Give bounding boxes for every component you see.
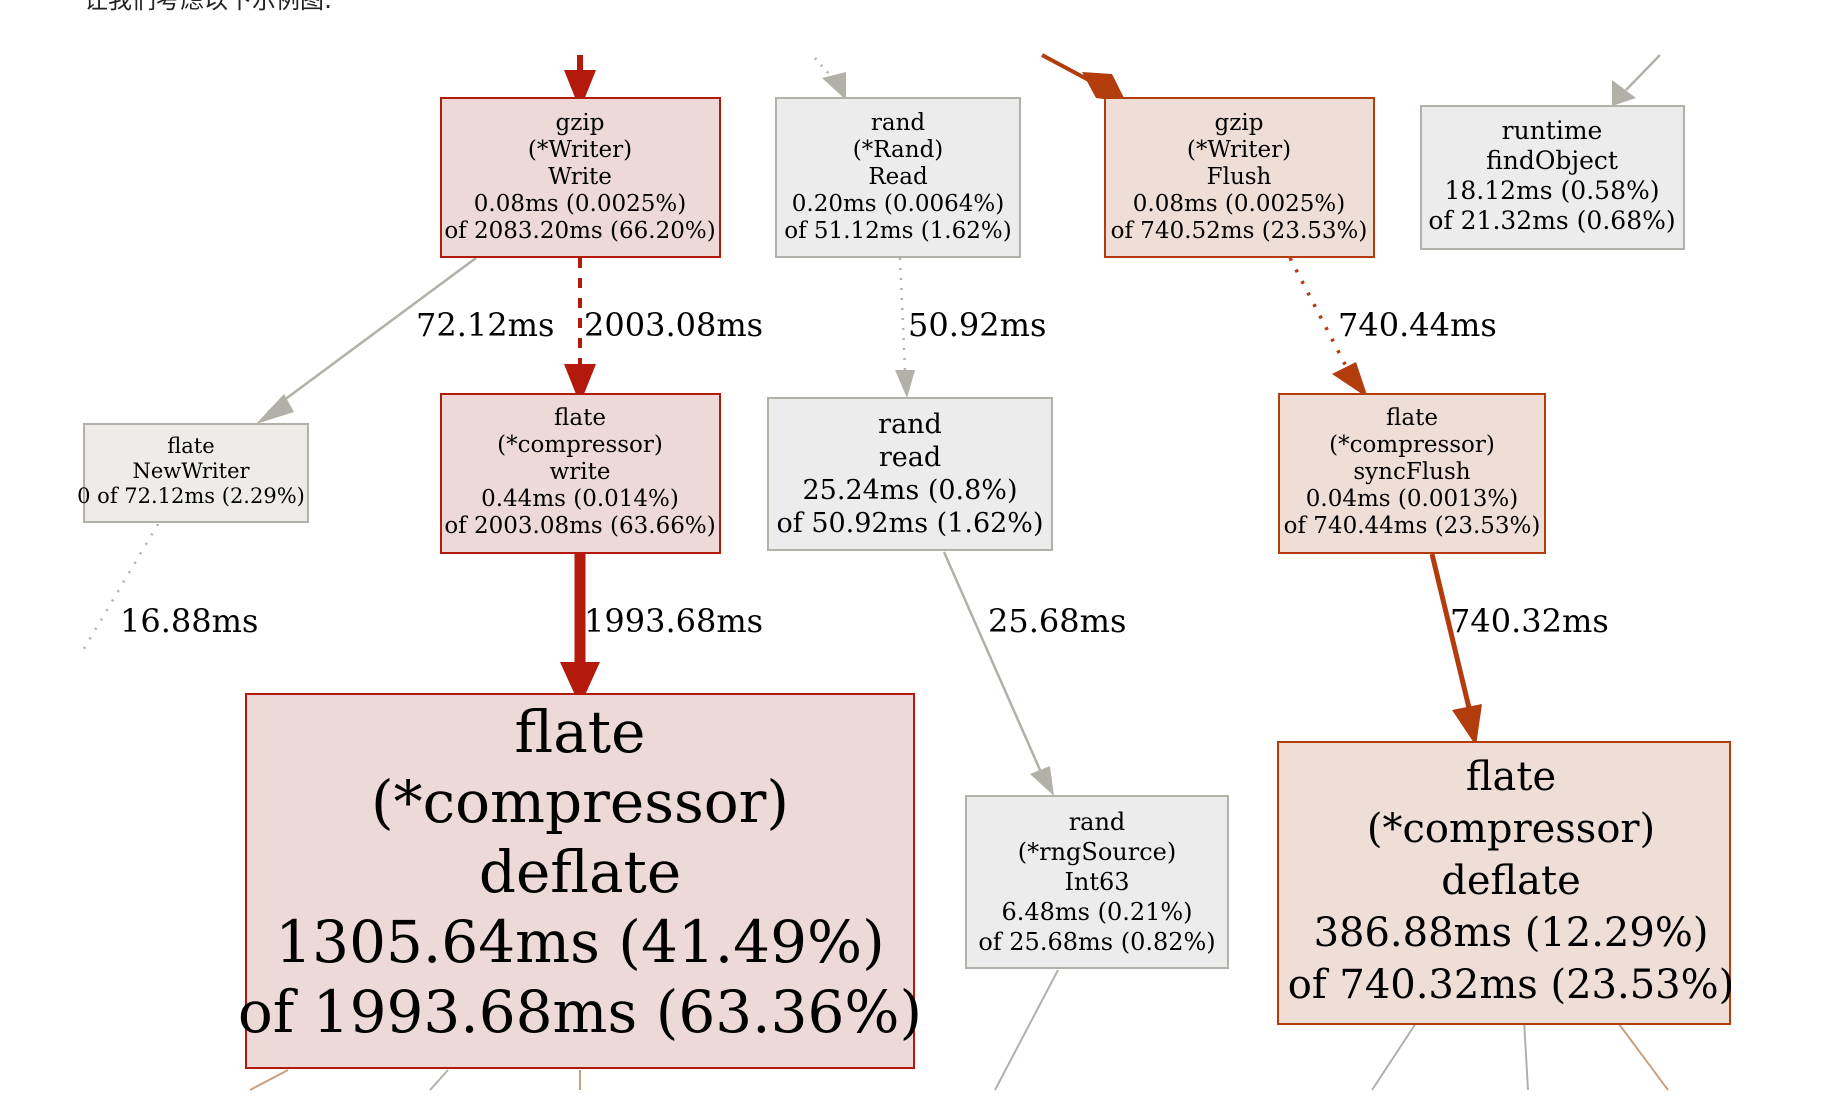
node-line: (*Rand) [853,137,944,163]
node-line: Flush [1207,164,1272,190]
node-line: Int63 [1064,868,1129,896]
node-flate-newwriter: flate NewWriter 0 of 72.12ms (2.29%) [77,423,309,523]
node-line: rand [878,409,942,440]
edge-compwrite-to-deflate: 1993.68ms [560,554,763,706]
node-line: findObject [1486,146,1618,175]
node-flate-compressor-deflate-secondary: flate (*compressor) deflate 386.88ms (12… [1277,741,1734,1025]
node-line: gzip [1215,110,1264,136]
node-line: of 740.32ms (23.53%) [1288,962,1734,1008]
node-line: write [550,459,611,485]
node-line: NewWriter [132,459,250,483]
node-line: flate [1386,405,1438,431]
node-line: 6.48ms (0.21%) [1001,898,1192,926]
edge-label: 25.68ms [988,602,1126,640]
edge-flush-to-syncflush: 740.44ms [1288,257,1497,398]
incoming-edge-rand-read [814,57,846,100]
node-line: 0.20ms (0.0064%) [792,191,1004,217]
incoming-edge-gzip-flush [1041,53,1126,102]
incoming-edge-runtime [1612,54,1661,106]
node-line: flate [554,405,606,431]
edge-label: 50.92ms [908,306,1046,344]
edge-label: 1993.68ms [584,602,763,640]
node-rand-rngsource-int63: rand (*rngSource) Int63 6.48ms (0.21%) o… [965,795,1229,969]
node-line: Read [868,164,928,190]
intro-caption: 让我们考虑以下示例图: [84,0,333,14]
node-line: gzip [556,110,605,136]
edge-gzip-to-compwrite: 2003.08ms [564,258,763,404]
node-line: (*Writer) [528,137,632,163]
node-flate-compressor-write: flate (*compressor) write 0.44ms (0.014%… [440,393,721,554]
node-line: of 25.68ms (0.82%) [978,928,1215,956]
node-gzip-writer-write: gzip (*Writer) Write 0.08ms (0.0025%) of… [440,97,721,258]
node-line: flate [1466,754,1556,800]
edge-newwriter-out: 16.88ms [80,523,258,653]
node-line: (*compressor) [1367,806,1655,852]
node-line: 1305.64ms (41.49%) [275,908,884,976]
node-line: of 2083.20ms (66.20%) [444,218,715,244]
node-runtime-findobject: runtime findObject 18.12ms (0.58%) of 21… [1420,105,1685,250]
node-line: (*rngSource) [1018,838,1176,866]
node-line: flate [515,698,646,766]
node-line: runtime [1502,116,1603,145]
node-line: of 1993.68ms (63.36%) [238,978,922,1046]
edge-label: 72.12ms [416,306,554,344]
node-line: rand [871,110,926,136]
node-flate-syncflush: flate (*compressor) syncFlush 0.04ms (0.… [1278,393,1546,554]
node-line: deflate [1441,858,1581,904]
node-rand-read: rand read 25.24ms (0.8%) of 50.92ms (1.6… [767,397,1053,551]
node-line: 0.04ms (0.0013%) [1306,486,1518,512]
node-line: of 50.92ms (1.62%) [776,508,1043,539]
node-line: Write [548,164,612,190]
node-line: 18.12ms (0.58%) [1445,176,1660,205]
node-line: 0 of 72.12ms (2.29%) [77,484,305,508]
node-line: 386.88ms (12.29%) [1314,910,1709,956]
node-line: (*compressor) [497,432,663,458]
node-line: of 2003.08ms (63.66%) [444,513,715,539]
node-flate-compressor-deflate-main: flate (*compressor) deflate 1305.64ms (4… [238,693,922,1069]
edge-label: 16.88ms [120,602,258,640]
edge-label: 740.32ms [1450,602,1609,640]
node-line: 0.08ms (0.0025%) [474,191,686,217]
node-line: 0.44ms (0.014%) [481,486,679,512]
node-line: flate [167,434,214,458]
node-line: 25.24ms (0.8%) [803,475,1018,506]
node-line: rand [1069,808,1126,836]
outgoing-edges [249,969,1669,1091]
node-rand-rand-read: rand (*Rand) Read 0.20ms (0.0064%) of 51… [775,97,1021,258]
node-gzip-writer-flush: gzip (*Writer) Flush 0.08ms (0.0025%) of… [1104,97,1375,258]
node-line: of 51.12ms (1.62%) [784,218,1011,244]
node-line: (*compressor) [1329,432,1495,458]
node-line: 0.08ms (0.0025%) [1133,191,1345,217]
node-line: deflate [479,838,681,906]
edge-label: 2003.08ms [584,306,763,344]
edge-gzip-to-newwriter: 72.12ms [256,256,554,424]
edge-label: 740.44ms [1338,306,1497,344]
node-line: of 740.44ms (23.53%) [1284,513,1541,539]
edge-syncflush-to-deflate: 740.32ms [1429,553,1609,746]
edge-randread-to-read: 50.92ms [895,257,1046,398]
node-line: (*compressor) [371,768,789,836]
node-line: (*Writer) [1187,137,1291,163]
node-line: syncFlush [1353,459,1470,485]
edge-read-to-int63: 25.68ms [942,551,1126,796]
node-line: of 21.32ms (0.68%) [1428,206,1675,235]
node-line: read [879,442,941,473]
node-line: of 740.52ms (23.53%) [1111,218,1368,244]
incoming-edge-gzip-write [564,55,596,110]
